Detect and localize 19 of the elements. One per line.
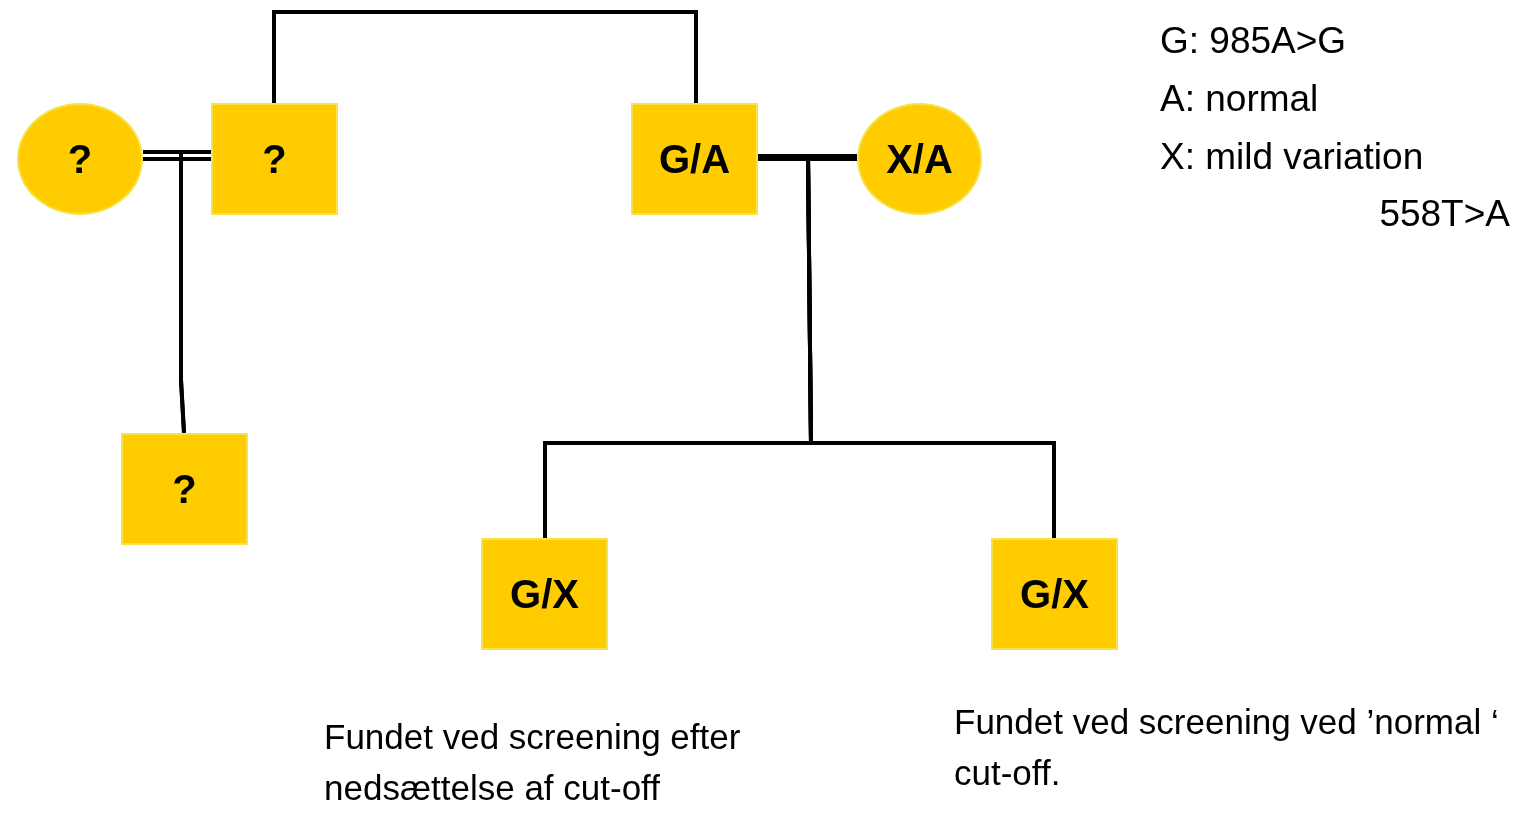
genotype-text: G/X xyxy=(510,571,579,617)
legend-text: A: normal xyxy=(1160,77,1320,121)
pedigree-line xyxy=(143,157,211,161)
legend-text: X: mild variation 558T>A xyxy=(1160,135,1510,237)
pedigree-line xyxy=(272,10,698,103)
legend-text: G: 985A>G xyxy=(1160,19,1348,63)
genotype-text: X/A xyxy=(886,136,953,182)
genotype-text: ? xyxy=(262,136,287,182)
genotype-text: ? xyxy=(172,466,197,512)
genotype-text: G/X xyxy=(1020,571,1089,617)
genotype-text: G/A xyxy=(658,136,731,182)
pedigree-line xyxy=(179,150,211,435)
male-square xyxy=(121,433,248,545)
pedigree-line xyxy=(758,157,857,161)
genotype-text: ? xyxy=(67,136,93,182)
note-text: Fundet ved screening ved ’normal ‘ cut-off. xyxy=(954,701,1500,794)
male-square xyxy=(211,103,338,215)
note-text: Fundet ved screening efter nedsættelse af cut-off xyxy=(324,716,742,809)
male-square xyxy=(631,103,758,215)
